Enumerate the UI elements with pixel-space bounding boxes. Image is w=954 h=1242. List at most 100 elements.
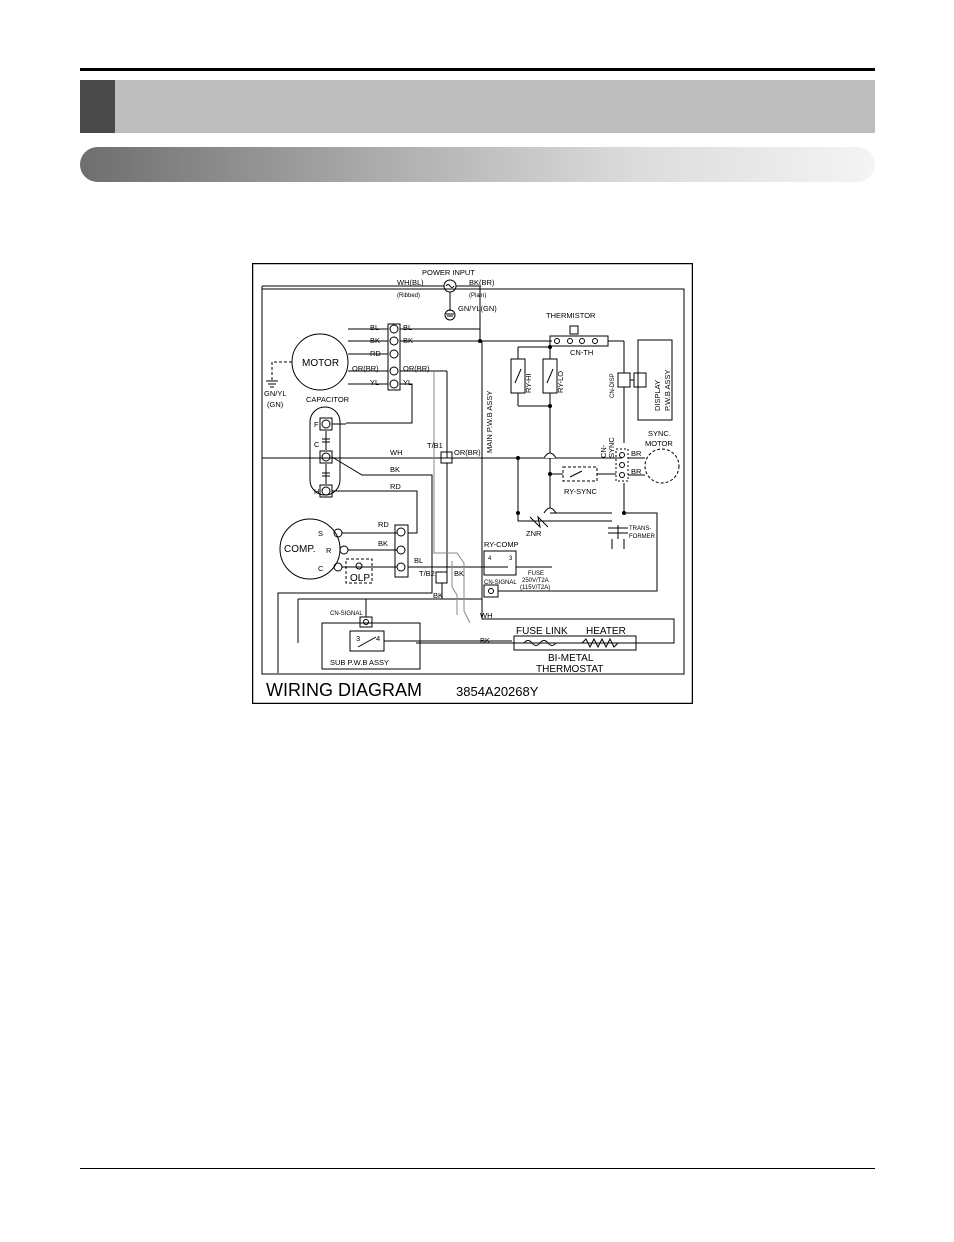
wire-bk-3: BK — [454, 569, 464, 578]
cn-signal-sub — [359, 616, 373, 628]
ry-hi-label: RY-HI — [524, 373, 533, 393]
motor-wire-right-bl: BL — [403, 323, 412, 332]
heater-assembly — [513, 635, 637, 651]
motor-wire-left-rd: RD — [370, 349, 381, 358]
wire-bk-2: BK — [378, 539, 388, 548]
compressor-r: R — [326, 546, 332, 555]
diagram-frame — [252, 263, 693, 704]
wire-wh: WH — [390, 448, 403, 457]
motor-connector — [387, 323, 401, 391]
capacitor-f: F — [314, 420, 319, 429]
fuse-link-label: FUSE LINK — [516, 626, 568, 637]
display-line1: DISPLAY — [653, 380, 662, 411]
ac-symbol — [445, 284, 455, 288]
wiring-diagram-svg: POWER INPUT WH(BL) (Ribbed) BK(BR) (Plai… — [252, 263, 693, 704]
wire-bk-5: BK — [480, 636, 490, 645]
thermistor-sensor — [569, 325, 579, 335]
capacitor-label: CAPACITOR — [306, 395, 350, 404]
thermistor-label: THERMISTOR — [546, 311, 596, 320]
power-ground-label: GN/YL(GN) — [458, 304, 497, 313]
heater-label: HEATER — [586, 626, 626, 637]
bimetal-label-1: BI-METAL — [548, 653, 594, 664]
fuse-label-2: 250V/T2A — [522, 578, 549, 584]
compressor-label: COMP. — [284, 544, 316, 555]
compressor-connector — [394, 524, 409, 578]
wire-rd-2: RD — [378, 520, 389, 529]
display-line2: P.W.B ASSY — [663, 369, 672, 411]
motor-wire-right-bk: BK — [403, 336, 413, 345]
motor-wire-left-bk: BK — [370, 336, 380, 345]
ry-comp-pin-4: 4 — [488, 556, 492, 562]
heater-symbol — [581, 637, 619, 649]
motor-wire-left-yl: YL — [370, 378, 379, 387]
sub-pin-3: 3 — [356, 634, 360, 643]
motor-ground-sub: (GN) — [267, 400, 284, 409]
motor-wire-left-bl: BL — [370, 323, 379, 332]
power-left-sub: (Ribbed) — [397, 293, 420, 299]
transformer-label-1: TRANS- — [629, 526, 651, 532]
section-header-bar — [80, 80, 875, 133]
cn-signal-main-label: CN-SIGNAL — [484, 580, 517, 586]
power-right-label: BK(BR) — [469, 278, 495, 287]
main-signal-wire — [498, 512, 658, 592]
motor-ground-label: GN/YL — [264, 389, 287, 398]
cn-disp-label: CN-DISP — [610, 373, 616, 398]
sync-motor-line1: SYNC. — [648, 429, 671, 438]
fuse-label-1: FUSE — [528, 571, 544, 577]
cn-signal-sub-label: CN-SIGNAL — [330, 611, 363, 617]
capacitor-c: C — [314, 440, 320, 449]
power-right-sub: (Plain) — [469, 293, 486, 299]
wire-bk-4: BK — [433, 591, 443, 600]
terminal-tb2 — [435, 571, 448, 584]
compressor-s: S — [318, 529, 323, 538]
znr-symbol — [529, 515, 549, 529]
motor-wire-right-orbr: OR(BR) — [403, 364, 430, 373]
cap-bk-wire — [331, 456, 433, 583]
diagram-title: WIRING DIAGRAM — [266, 680, 422, 700]
sub-pwb-label: SUB P.W.B ASSY — [330, 658, 389, 667]
motor-wire-right-yl: YL — [403, 378, 412, 387]
bimetal-label-2: THERMOSTAT — [536, 664, 603, 675]
section-header-marker — [80, 80, 115, 133]
motor-ground-wire — [271, 361, 292, 381]
ry-lo-label: RY-LO — [556, 371, 565, 393]
main-pwb-label: MAIN P.W.B ASSY — [485, 391, 494, 453]
cn-sync-label-2: SYNC — [607, 437, 616, 458]
compressor-c: C — [318, 564, 324, 573]
ry-comp-pin-3: 3 — [509, 556, 513, 562]
ry-comp-label: RY-COMP — [484, 540, 519, 549]
cn-th-label: CN-TH — [570, 348, 593, 357]
motor-wire-left-orbr: OR(BR) — [352, 364, 379, 373]
fuse-label-3: (115V/T2A) — [520, 585, 550, 591]
fuse-link-symbol — [523, 640, 557, 646]
bottom-rule — [80, 1168, 875, 1169]
transformer-label-2: FORMER — [629, 534, 656, 540]
power-input-label: POWER INPUT — [422, 268, 475, 277]
cn-signal-main — [483, 584, 499, 598]
ry-sync-label: RY-SYNC — [564, 487, 598, 496]
cn-disp-connector — [617, 372, 631, 388]
wire-br-2: BR — [631, 467, 642, 476]
wire-orbr: OR(BR) — [454, 448, 481, 457]
wiring-diagram: POWER INPUT WH(BL) (Ribbed) BK(BR) (Plai… — [252, 263, 693, 704]
sync-motor-symbol — [644, 448, 680, 484]
relay-ry-sync — [562, 466, 598, 482]
inner-frame — [261, 288, 685, 675]
wire-bk-1: BK — [390, 465, 400, 474]
wire-rd-1: RD — [390, 482, 401, 491]
cn-sync-label-1: CN- — [599, 444, 608, 458]
subsection-header-bar — [80, 147, 875, 182]
relay-ry-comp — [483, 550, 517, 576]
power-ground-symbol — [444, 309, 456, 321]
cap-rd-wire — [332, 490, 418, 534]
olp-label: OLP — [350, 573, 370, 584]
sub-pin-4: 4 — [376, 634, 380, 643]
wire-br-1: BR — [631, 449, 642, 458]
tb1-label: T/B1 — [427, 441, 443, 450]
olp-box — [345, 558, 373, 584]
wire-wh-2: WH — [480, 611, 493, 620]
top-rule — [80, 68, 875, 71]
motor-label: MOTOR — [302, 358, 339, 369]
diagram-part-number: 3854A20268Y — [456, 684, 539, 699]
gray-wire-2 — [451, 561, 458, 615]
